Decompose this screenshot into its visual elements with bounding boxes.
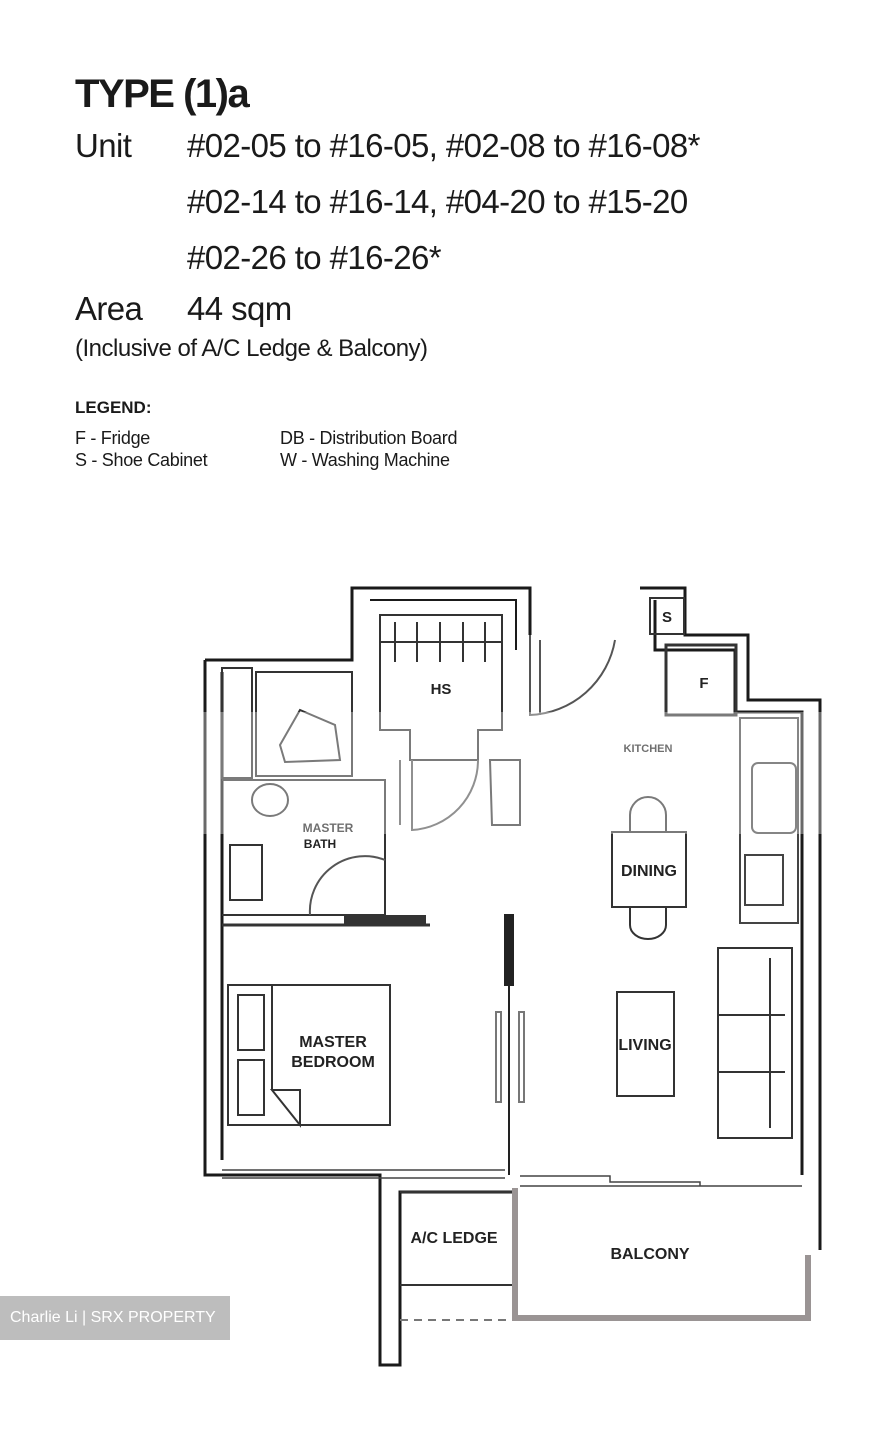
area-row: Area 44 sqm: [75, 286, 700, 332]
area-value: 44 sqm: [187, 290, 292, 327]
unit-row-2: #02-14 to #16-14, #04-20 to #15-20: [75, 174, 700, 230]
label-dining: DINING: [621, 863, 677, 880]
label-living: LIVING: [618, 1037, 671, 1054]
floor-plan: HS S F KITCHEN MASTER BATH DINING MASTER…: [203, 586, 822, 1367]
legend-title: LEGEND:: [75, 398, 152, 417]
legend-item-distribution-board: DB - Distribution Board: [280, 428, 458, 448]
label-kitchen: KITCHEN: [624, 743, 673, 755]
outer-wall: [203, 586, 532, 1367]
label-master-bath-1: MASTER: [303, 821, 354, 835]
legend-item-shoe-cabinet: S - Shoe Cabinet: [75, 450, 208, 470]
unit-row: Unit #02-05 to #16-05, #02-08 to #16-08*: [75, 118, 701, 174]
unit-range-2: #02-14 to #16-14, #04-20 to #15-20: [187, 183, 688, 220]
area-note: (Inclusive of A/C Ledge & Balcony): [75, 335, 428, 362]
label-hs: HS: [431, 681, 452, 698]
label-shoe-cabinet: S: [662, 609, 672, 626]
label-balcony: BALCONY: [610, 1246, 689, 1263]
label-ac-ledge: A/C LEDGE: [410, 1230, 497, 1247]
unit-type-title: TYPE (1)a: [75, 72, 250, 116]
legend-items: F - Fridge DB - Distribution Board S - S…: [75, 427, 457, 471]
unit-label: Unit: [75, 127, 132, 164]
legend-item-fridge: F - Fridge: [75, 428, 151, 448]
label-master-bath-2: BATH: [304, 837, 336, 851]
unit-range-3: #02-26 to #16-26*: [187, 239, 442, 276]
credit-badge: Charlie Li | SRX PROPERTY: [0, 1296, 230, 1340]
label-master-bedroom-2: BEDROOM: [291, 1054, 375, 1071]
unit-row-3: #02-26 to #16-26*: [75, 230, 700, 286]
unit-info-header: TYPE (1)a Unit #02-05 to #16-05, #02-08 …: [75, 70, 701, 364]
label-fridge: F: [699, 675, 708, 692]
legend: LEGEND: F - Fridge DB - Distribution Boa…: [75, 398, 457, 471]
area-label: Area: [75, 290, 143, 327]
unit-range-1: #02-05 to #16-05, #02-08 to #16-08*: [187, 127, 701, 164]
legend-item-washing-machine: W - Washing Machine: [280, 450, 450, 470]
label-master-bedroom-1: MASTER: [299, 1034, 367, 1051]
